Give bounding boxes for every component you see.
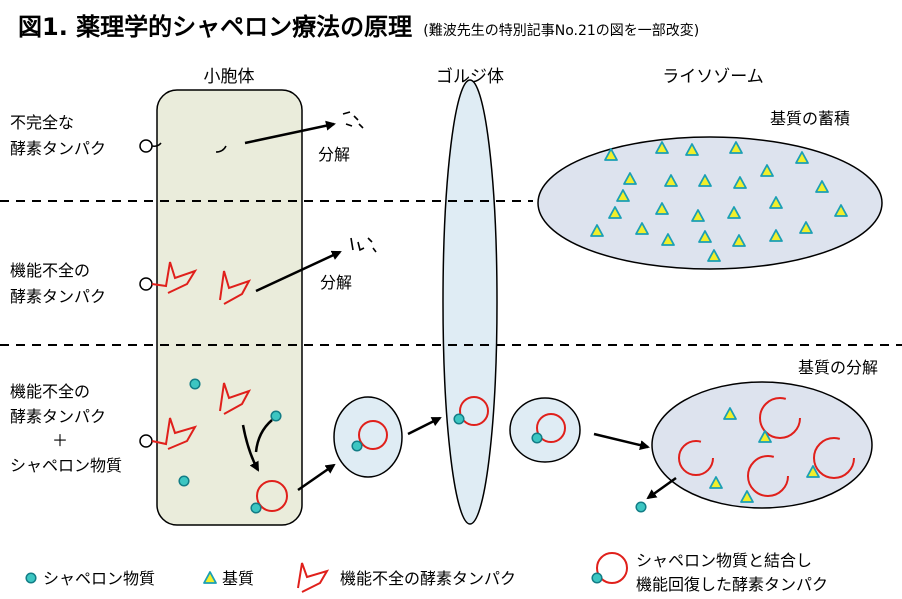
release-arrow: [646, 476, 677, 500]
legend-chaperone-label: シャペロン物質: [43, 569, 155, 588]
page-title: 図1. 薬理学的シャペロン療法の原理 (難波先生の特別記事No.21の図を一部改…: [18, 13, 699, 41]
legend-chaperone-icon: [25, 572, 37, 584]
legend-dysfunctional-enzyme-label: 機能不全の酵素タンパク: [340, 569, 516, 588]
degraded-fragments-1: [342, 111, 364, 129]
enzyme-chaperone-complex-er: [250, 480, 288, 514]
endoplasmic-reticulum: [156, 89, 303, 526]
released-chaperone-icon: [635, 501, 647, 513]
enzyme-chaperone-complex-vesicle1: [351, 420, 388, 452]
binding-arrow-enzyme: [241, 424, 260, 472]
row3-label-line1: 機能不全の: [10, 382, 90, 401]
transport-arrow-2: [407, 416, 442, 436]
enzyme-chaperone-complex-vesicle2: [531, 413, 566, 444]
degradation-label-2: 分解: [320, 273, 352, 292]
title-main: 図1. 薬理学的シャペロン療法の原理: [18, 13, 412, 41]
transport-arrow-3: [593, 432, 650, 450]
row2-label-line1: 機能不全の: [10, 261, 90, 280]
legend-restored-enzyme-label-line1: シャペロン物質と結合し: [636, 551, 812, 570]
chaperone-icon: [178, 475, 190, 487]
legend-restored-enzyme-icon: [591, 552, 628, 584]
legend: シャペロン物質 基質 機能不全の酵素タンパク シャペロン物質と結合し 機能回復し…: [25, 551, 828, 594]
dysfunctional-enzyme-er: [219, 270, 252, 305]
transport-vesicle-2: [509, 397, 581, 463]
degradation-arrow-2: [255, 250, 342, 293]
dysfunctional-enzyme-membrane: [139, 261, 198, 294]
row2-label-line2: 酵素タンパク: [10, 287, 106, 306]
enzyme-chaperone-complex-golgi: [453, 396, 489, 426]
legend-substrate-label: 基質: [222, 569, 254, 588]
degradation-arrow-1: [244, 120, 336, 145]
dysfunctional-enzyme-membrane-row3: [139, 417, 198, 450]
chaperone-icon: [189, 378, 201, 390]
binding-arrow-chaperone: [254, 419, 273, 453]
row1-label-line1: 不完全な: [10, 113, 74, 132]
chaperone-icon: [270, 410, 282, 422]
legend-restored-enzyme-label-line2: 機能回復した酵素タンパク: [636, 575, 828, 594]
row1-label-line2: 酵素タンパク: [10, 139, 106, 158]
degradation-label-1: 分解: [318, 145, 350, 164]
er-heading: 小胞体: [204, 67, 255, 87]
transport-vesicle-1: [333, 396, 403, 478]
incomplete-enzyme: [139, 139, 227, 153]
golgi-body: [442, 79, 498, 525]
title-sub: (難波先生の特別記事No.21の図を一部改変): [423, 22, 699, 39]
row3-label-plus: ＋: [52, 431, 68, 450]
lysosome-accumulation: [537, 136, 883, 270]
golgi-heading: ゴルジ体: [436, 66, 504, 87]
degraded-fragments-2: [350, 237, 377, 253]
row3-label-line2: 酵素タンパク: [10, 407, 106, 426]
legend-dysfunctional-enzyme-icon: [297, 562, 330, 593]
lysosome-heading: ライソゾーム: [662, 67, 764, 87]
legend-substrate-icon: [203, 571, 217, 584]
substrate-degradation-label: 基質の分解: [798, 358, 878, 377]
row3-label-line4: シャペロン物質: [10, 456, 122, 475]
dysfunctional-enzyme-er-row3: [219, 382, 252, 415]
transport-arrow-1: [297, 463, 336, 492]
restored-enzymes: [678, 397, 855, 497]
substrate-accumulation-label: 基質の蓄積: [770, 109, 850, 128]
